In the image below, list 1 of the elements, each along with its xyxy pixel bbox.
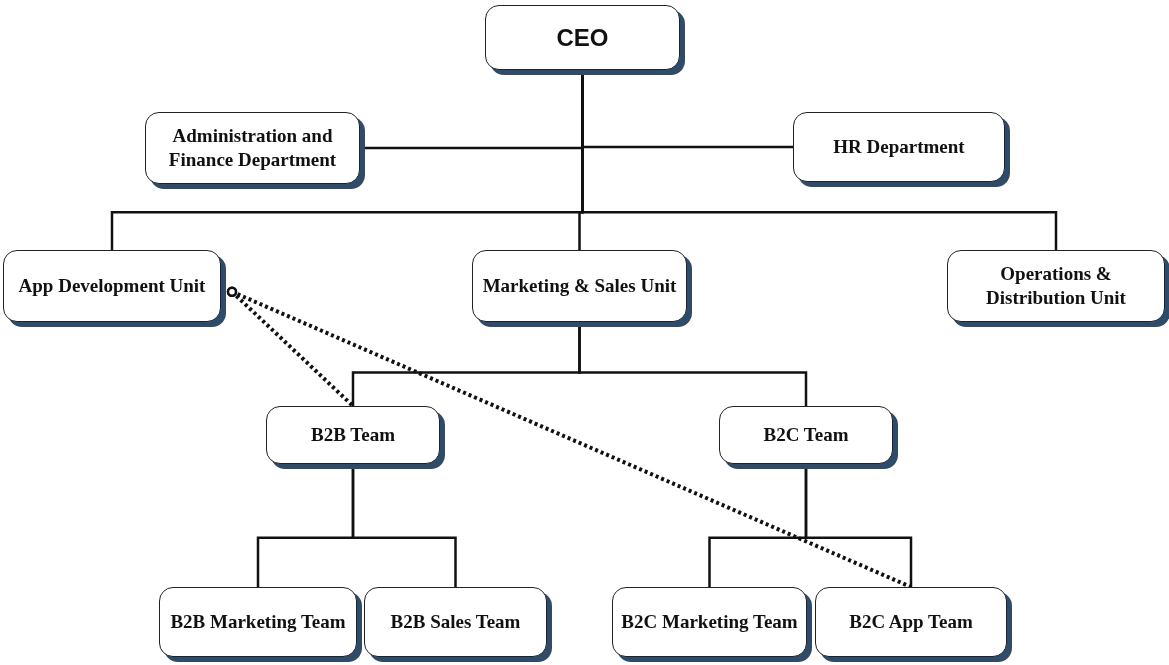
- dotted-connector: [226, 286, 912, 589]
